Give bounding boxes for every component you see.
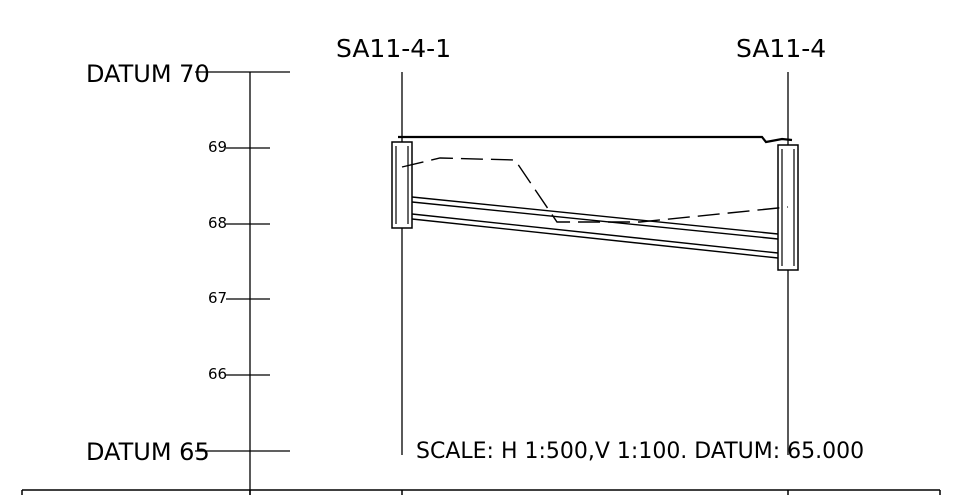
pipe-bottom-outer [411,218,779,259]
tick-label-67: 67 [208,289,228,307]
station-label-sa11-4: SA11-4 [736,34,827,63]
existing-ground-dashed-line [401,157,789,223]
tick-label-66: 66 [208,365,228,383]
station-label-sa11-4-1: SA11-4-1 [336,34,452,63]
tick-label-68: 68 [208,214,228,232]
manhole-sa11-4-1 [391,141,413,229]
pipe-top-outer [411,196,779,235]
ground-line [398,135,793,144]
datum-top-label: DATUM 70 [86,60,210,88]
tick-label-69: 69 [208,138,228,156]
pipe-bottom-inner [411,213,779,254]
pipe-top-inner [411,201,779,240]
datum-bottom-label: DATUM 65 [86,438,210,466]
scale-note: SCALE: H 1:500,V 1:100. DATUM: 65.000 [416,441,865,463]
